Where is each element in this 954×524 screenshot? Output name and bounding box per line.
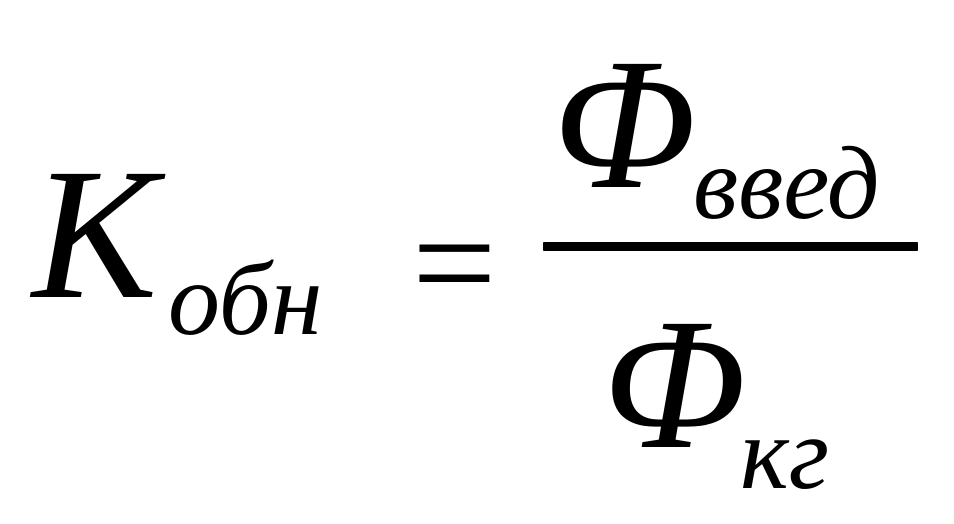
lhs-symbol: K bbox=[32, 129, 158, 338]
fraction-bar bbox=[543, 242, 918, 251]
denominator-subscript: кг bbox=[740, 396, 830, 511]
lhs-subscript: обн bbox=[168, 242, 323, 357]
numerator-symbol: Φ bbox=[553, 19, 697, 228]
denominator-symbol: Φ bbox=[603, 279, 747, 488]
equals-sign: = bbox=[412, 180, 497, 346]
numerator-subscript: введ bbox=[693, 126, 880, 241]
